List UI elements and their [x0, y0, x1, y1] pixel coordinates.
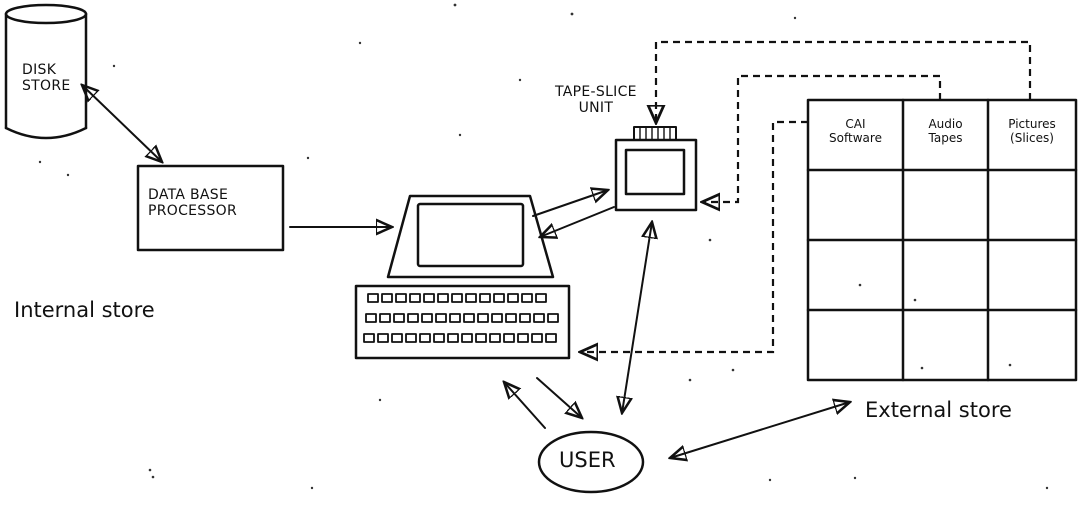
external-store-label: External store [865, 398, 1012, 422]
keyboard-keys [363, 293, 559, 343]
dashed-pictures-to-tape-unit [656, 40, 1032, 123]
arrow-tape-to-terminal [540, 206, 615, 237]
dashed-cai-to-terminal [580, 120, 808, 352]
arrow-terminal-to-tape [532, 190, 608, 217]
data-base-processor-label: DATA BASE PROCESSOR [148, 187, 238, 220]
internal-store-label: Internal store [14, 298, 155, 322]
arrow-user-to-terminal [504, 382, 546, 429]
external-store-table [806, 98, 1078, 382]
scan-speckles [38, 3, 1049, 490]
arrow-terminal-to-user [536, 377, 582, 418]
arrow-tape-user [622, 222, 652, 413]
user-label: USER [559, 448, 616, 472]
data-base-processor-box [136, 164, 285, 252]
arrow-user-external [670, 402, 850, 458]
disk-store-label: DISK STORE [22, 62, 71, 95]
user-ellipse [537, 430, 645, 494]
table-header-cai-software: CAI Software [829, 117, 882, 145]
table-header-pictures-slices: Pictures (Slices) [1008, 117, 1056, 145]
tape-slide-unit-label: TAPE-SLICE UNIT [555, 84, 637, 117]
arrow-disk-dbp [82, 85, 162, 162]
table-header-audio-tapes: Audio Tapes [928, 117, 963, 145]
tape-slide-unit-icon [614, 126, 698, 212]
dashed-audio-to-tape-unit [702, 74, 942, 202]
terminal-icon [354, 194, 571, 360]
